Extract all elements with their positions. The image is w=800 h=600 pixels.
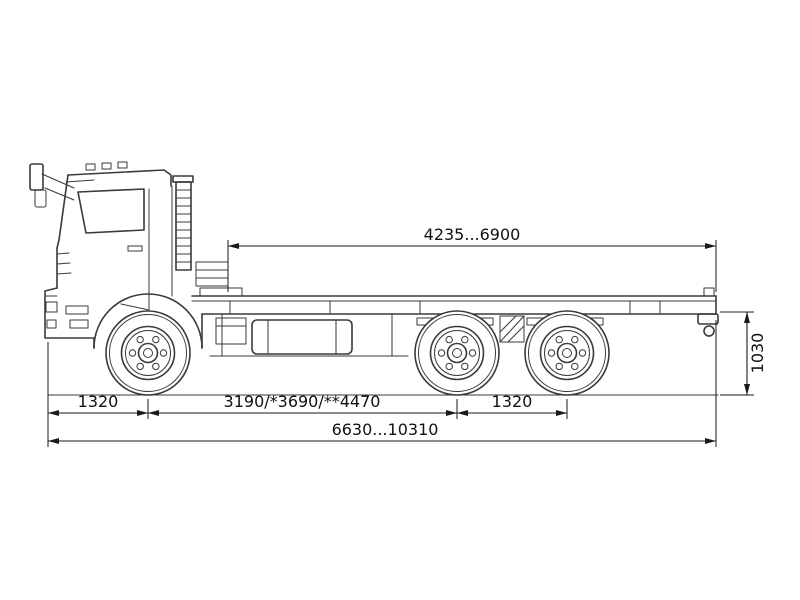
arrowhead-right — [705, 243, 716, 249]
dim-label-wheelbase: 3190/*3690/**4470 — [224, 392, 381, 411]
arrowhead-left — [48, 410, 59, 416]
mirror — [34, 189, 47, 208]
truck-cab — [29, 161, 203, 349]
dimension-overall-length: 6630...10310 — [48, 420, 716, 444]
dim-label-rear-axle-spacing: 1320 — [492, 392, 533, 411]
rear-pintle-hook — [697, 287, 719, 337]
arrowhead-up — [744, 312, 750, 323]
truck-drawing — [29, 161, 719, 396]
arrowhead-right — [556, 410, 567, 416]
extension-lines — [47, 240, 754, 447]
roof-marker-lamp — [101, 162, 112, 170]
battery-box — [215, 317, 247, 345]
arrowhead-right — [446, 410, 457, 416]
dimension-wheelbase: 3190/*3690/**4470 — [148, 392, 457, 416]
arrowhead-right — [705, 438, 716, 444]
middle-wheel — [414, 310, 500, 396]
front-wheel — [105, 310, 191, 396]
dimension-rear-axle-spacing: 1320 — [457, 392, 567, 416]
arrowhead-left — [457, 410, 468, 416]
fog-light — [46, 319, 57, 329]
dim-label-frame-height: 1030 — [748, 333, 767, 374]
dim-label-overall-length: 6630...10310 — [332, 420, 439, 439]
roof-marker-lamp — [85, 163, 96, 171]
door-seam — [120, 188, 150, 311]
arrowhead-left — [148, 410, 159, 416]
cab-step — [69, 319, 89, 329]
headlight — [45, 301, 58, 313]
mirror-arm — [44, 187, 75, 201]
equalizer-bracket — [499, 315, 525, 343]
arrowhead-left — [228, 243, 239, 249]
dim-label-front-overhang: 1320 — [78, 392, 119, 411]
roof-marker-lamp — [117, 161, 128, 169]
door-handle — [127, 245, 143, 252]
dim-label-top-span: 4235...6900 — [424, 225, 521, 244]
sun-visor — [65, 179, 95, 183]
dimension-frame-height: 1030 — [744, 312, 767, 395]
arrowhead-down — [744, 384, 750, 395]
dimension-top-span: 4235...6900 — [228, 225, 716, 249]
dimension-front-overhang: 1320 — [48, 392, 148, 416]
mirror — [29, 163, 44, 191]
side-window — [77, 188, 145, 234]
frame-equipment — [209, 313, 409, 357]
cab-step — [65, 305, 89, 315]
behind-cab-equipment — [195, 261, 243, 297]
fuel-tank — [251, 319, 353, 355]
arrowhead-right — [137, 410, 148, 416]
mirror-arm — [41, 173, 75, 189]
exhaust-stack — [172, 175, 194, 271]
front-wheel-arch — [93, 293, 203, 349]
arrowhead-left — [48, 438, 59, 444]
rear-wheel — [524, 310, 610, 396]
